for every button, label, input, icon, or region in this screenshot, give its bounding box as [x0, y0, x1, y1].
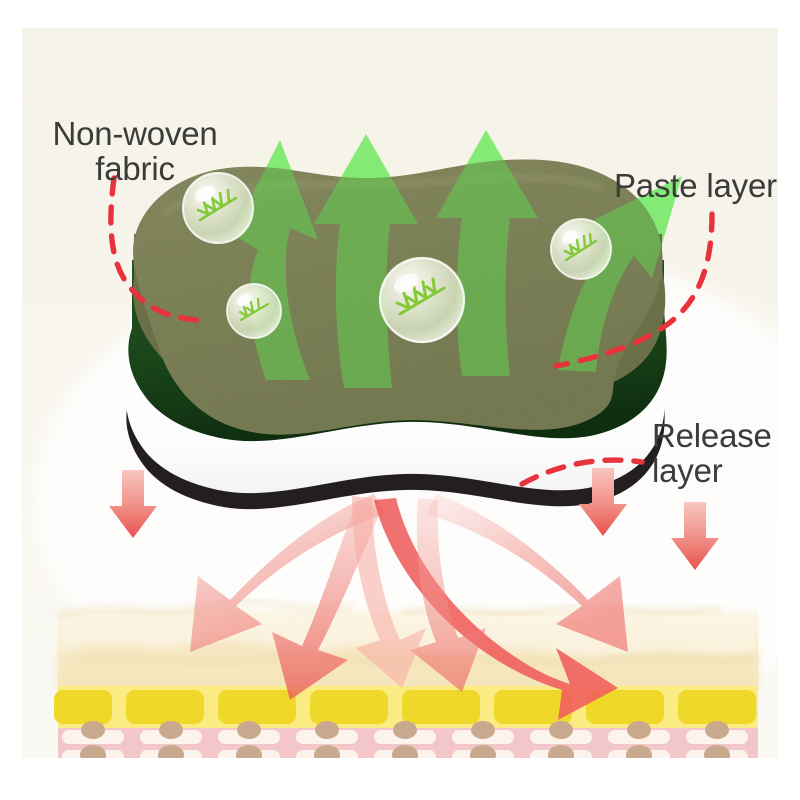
fat-cells [54, 690, 756, 724]
side-arrow-1 [109, 470, 157, 538]
down-arrow-main [374, 498, 618, 720]
leader-release [519, 457, 645, 487]
skin-cross-section [54, 599, 759, 758]
leaf-icon [563, 232, 598, 262]
side-arrow-3 [671, 502, 719, 570]
down-arrow-right-sweep [426, 494, 628, 652]
dermis-capsules-row-1 [62, 721, 748, 744]
leaf-icon [395, 277, 446, 316]
downward-absorption-arrows [190, 494, 628, 720]
leader-nonwoven [108, 175, 201, 323]
down-arrow-secondary [410, 498, 486, 692]
down-arrow-plume [352, 496, 426, 688]
label-non-woven-fabric: Non-woven fabric [52, 115, 218, 188]
droplet-3 [378, 256, 466, 344]
illustration-canvas: Non-woven fabric Paste layer Release lay… [22, 28, 778, 758]
leaf-icon [238, 297, 270, 322]
droplet-1 [182, 172, 254, 244]
down-arrow-left-sweep [190, 494, 386, 652]
leaf-icon [196, 188, 238, 222]
leader-paste [553, 211, 715, 369]
down-arrow-center-left [272, 500, 382, 700]
side-arrow-2 [579, 468, 627, 536]
dermis-capsules-row-2 [62, 745, 748, 758]
label-paste-layer: Paste layer [614, 167, 777, 204]
herb-droplets [182, 172, 612, 344]
droplet-2 [550, 218, 612, 280]
label-release-layer: Release layer [652, 417, 772, 490]
patch-illustration [22, 28, 778, 758]
droplet-4 [226, 283, 282, 339]
leader-lines [108, 175, 715, 487]
side-down-arrows [109, 468, 719, 570]
